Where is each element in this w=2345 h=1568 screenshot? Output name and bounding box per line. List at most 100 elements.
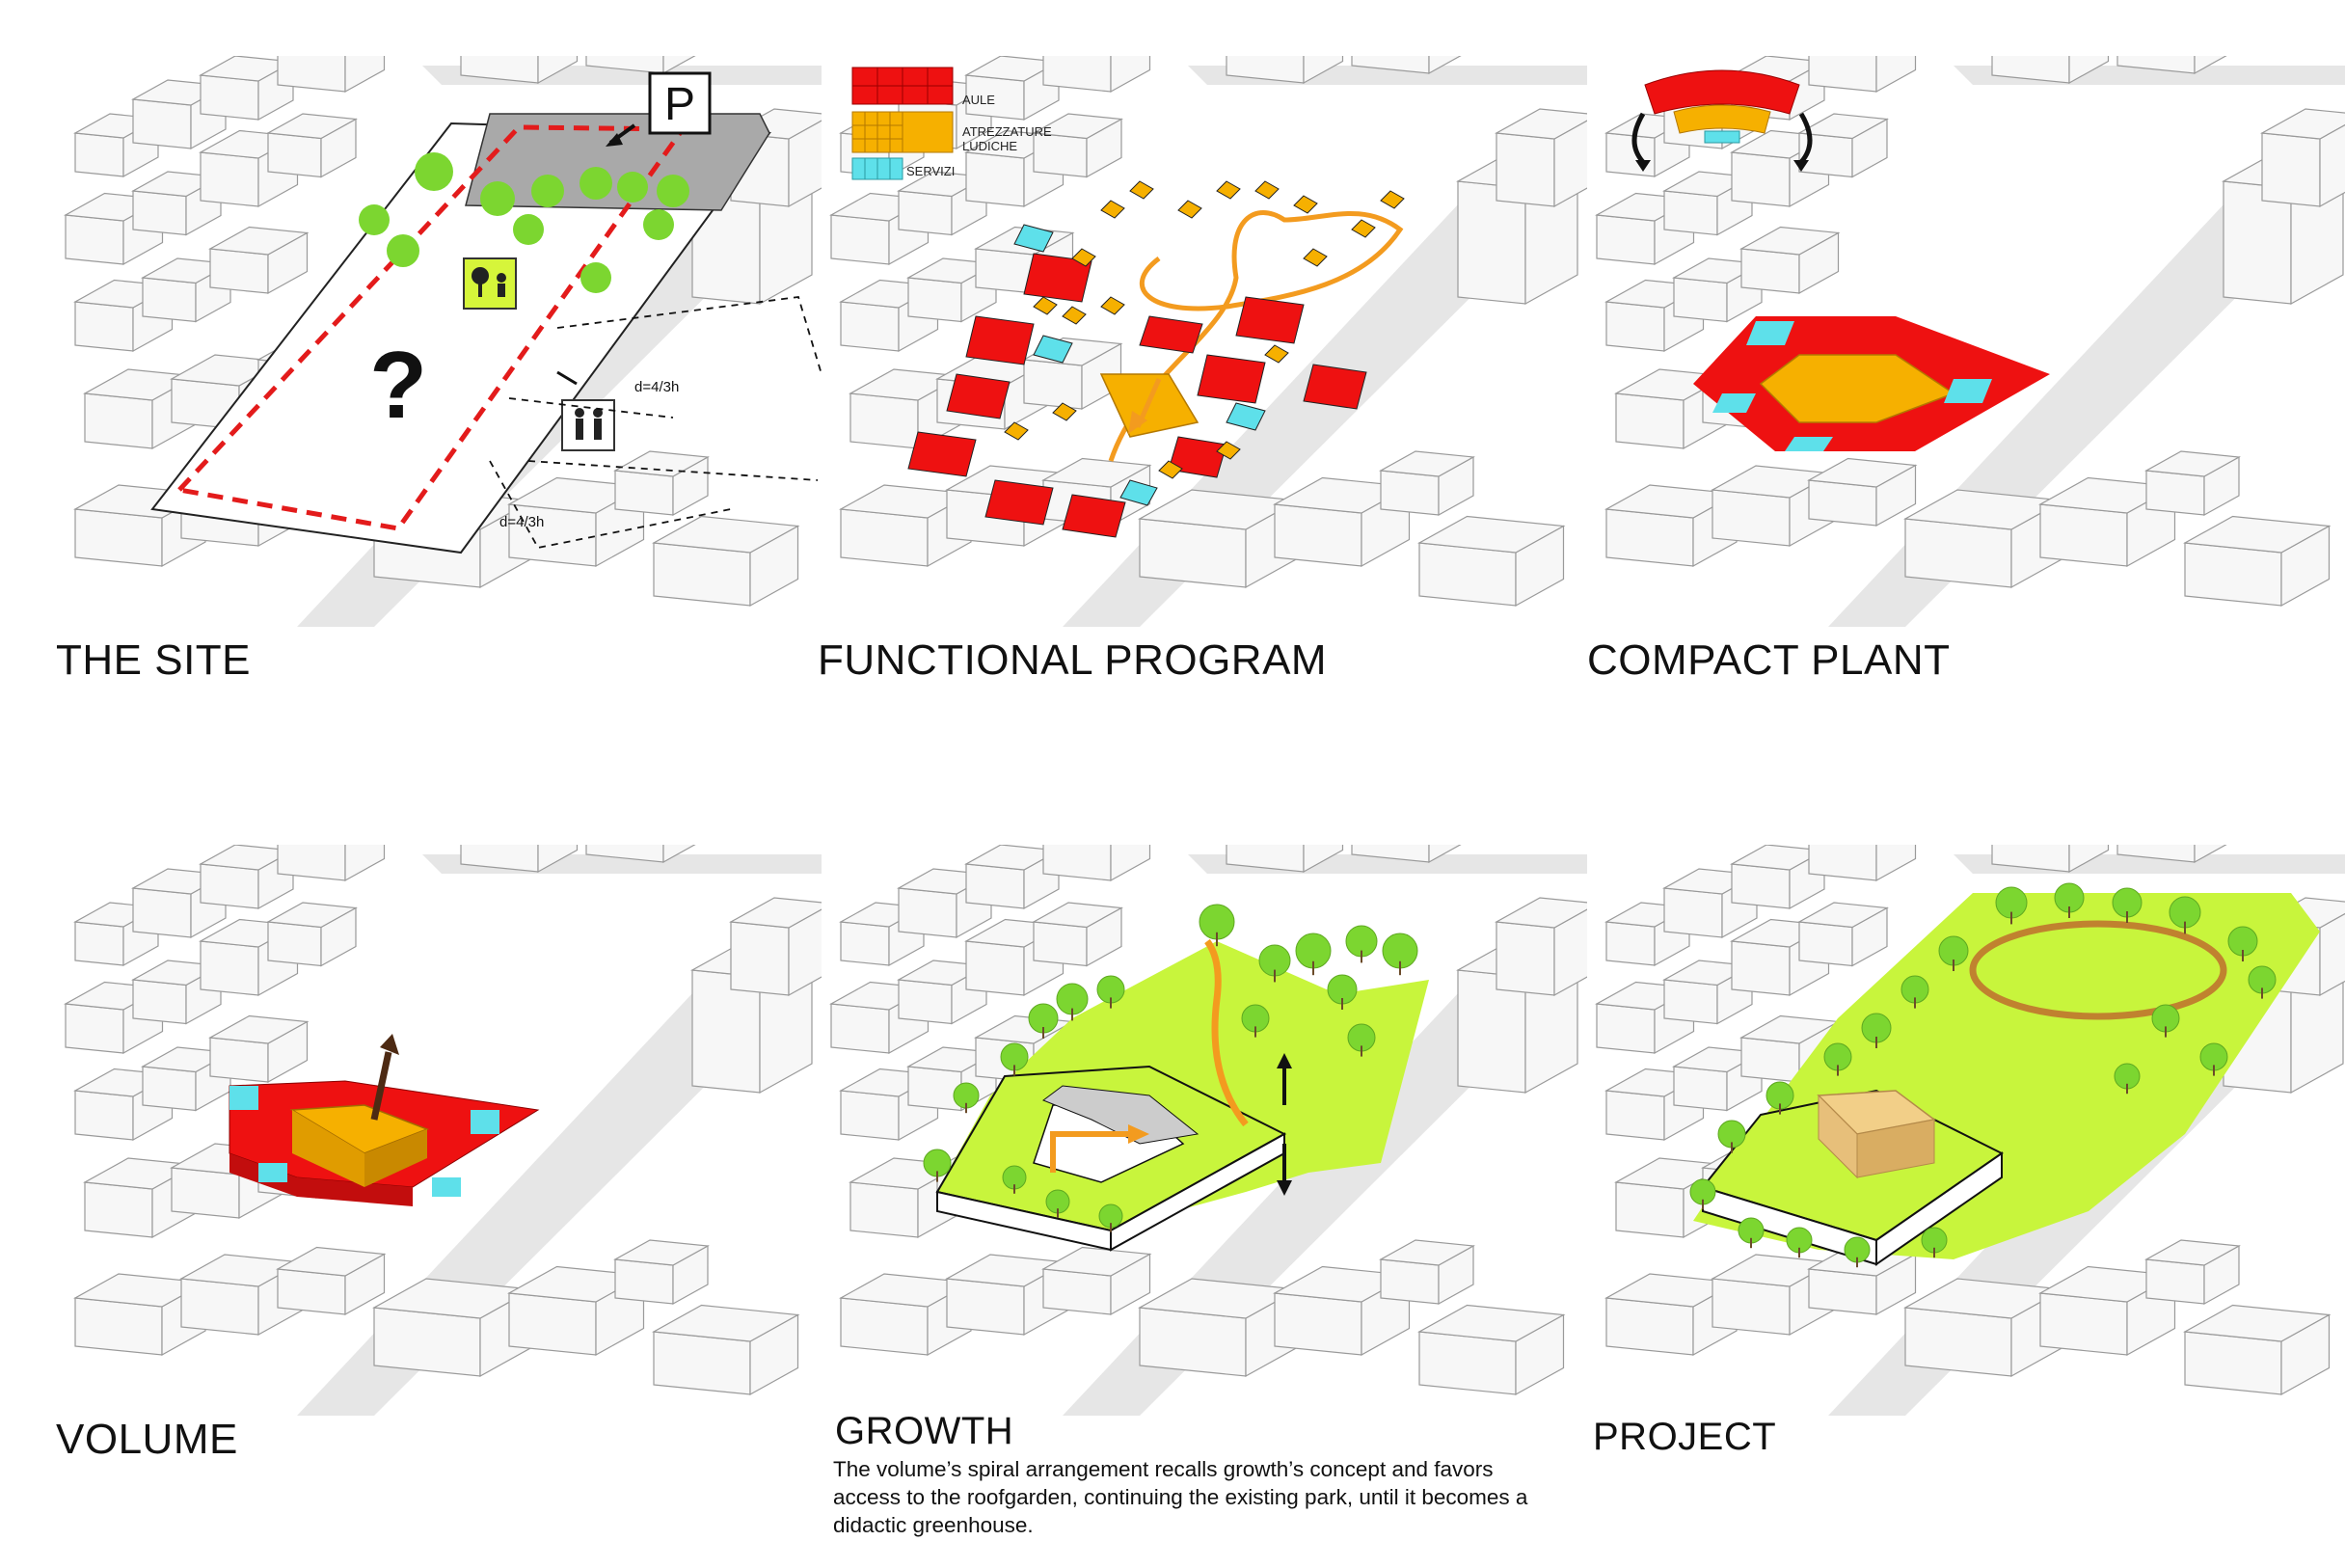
context-building-face	[1033, 132, 1088, 178]
context-building-face	[849, 1181, 919, 1238]
volume-arrow	[370, 1051, 392, 1121]
context-building-face	[1808, 56, 1877, 93]
context-building-face	[1731, 863, 1791, 909]
context-building-face	[1303, 845, 1344, 874]
legend-atrezzature: ATREZZATURE	[962, 124, 1052, 139]
context-building-face	[1808, 845, 1877, 881]
legend-ludiche: LUDICHE	[962, 139, 1017, 153]
compact-plan-court	[1759, 354, 1955, 423]
play-node	[1216, 180, 1241, 200]
context-building-face	[788, 908, 822, 997]
classroom-block	[984, 479, 1054, 526]
context-building-face	[171, 1167, 240, 1219]
parking-arrow-head	[606, 133, 623, 147]
program-legend: AULE ATREZZATURE LUDICHE SERVIZI	[851, 67, 1052, 180]
context-building-face	[1875, 56, 1917, 94]
context-building-face	[2184, 1331, 2282, 1395]
context-building-face	[1797, 113, 1889, 140]
context-building-face	[1797, 902, 1889, 929]
context-building-face	[1808, 479, 1877, 527]
classroom-block	[907, 431, 977, 477]
context-building-face	[1615, 392, 1685, 449]
play-node	[1158, 460, 1183, 479]
context-building-face	[662, 845, 696, 864]
context-building-face	[1615, 1181, 1685, 1238]
context-building-face	[1731, 940, 1791, 996]
project-diagram	[1595, 845, 2345, 1416]
context-building-face	[2144, 1239, 2241, 1266]
context-building-face	[2183, 1304, 2332, 1342]
volume-cyan-2	[471, 1110, 499, 1134]
context-building-face	[907, 277, 962, 323]
context-building-face	[1495, 897, 1587, 929]
context-building-face	[200, 151, 259, 207]
context-building-face	[1428, 56, 1462, 75]
classroom-block	[1062, 494, 1126, 538]
volume-cyan-3	[258, 1163, 287, 1182]
context-building-face	[209, 1037, 269, 1083]
context-building-face	[1417, 515, 1566, 554]
context-building-face	[1380, 470, 1440, 516]
context-building-face	[1605, 301, 1665, 352]
context-building-face	[2145, 470, 2205, 516]
context-building-face	[74, 1297, 163, 1356]
playground-sign	[463, 257, 517, 310]
volume-arrow-head	[380, 1034, 399, 1055]
volume-diagram	[64, 845, 822, 1416]
context-building-face	[1041, 1246, 1152, 1277]
context-building-face	[1663, 887, 1723, 938]
play-node	[1071, 248, 1096, 267]
context-building-face	[729, 897, 822, 929]
context-building-face	[132, 98, 192, 149]
classroom-block	[1235, 296, 1305, 344]
growth-caption: The volume’s spiral arrangement recalls …	[833, 1455, 1585, 1539]
play-node	[1216, 441, 1241, 460]
compact-diagram	[1595, 56, 2345, 627]
context-building-face	[1417, 1304, 1566, 1342]
project-greenhouse-side	[1856, 1119, 1935, 1178]
context-building-face	[1991, 56, 2070, 84]
context-building-face	[788, 120, 822, 208]
panel-the-site: P ? d=4/3h d=4/3h	[56, 56, 822, 627]
context-building-face	[1807, 457, 1918, 488]
context-building-face	[652, 1304, 800, 1342]
play-node	[1351, 219, 1376, 238]
context-building-face	[1740, 1037, 1800, 1083]
context-building-face	[975, 248, 1035, 294]
context-building-face	[830, 1003, 890, 1054]
context-building-face	[840, 921, 890, 966]
classroom-block	[965, 315, 1035, 365]
play-node	[1293, 195, 1318, 214]
context-building-face	[614, 470, 674, 516]
context-building-face	[1428, 845, 1462, 864]
context-building-face	[200, 863, 259, 909]
context-building-face	[460, 56, 539, 84]
title-project: PROJECT	[1593, 1416, 1777, 1458]
context-building-face	[1605, 1297, 1694, 1356]
context-building-face	[277, 56, 346, 93]
context-building-face	[1712, 489, 1791, 547]
service-block	[1013, 224, 1054, 253]
compact-fan-icon	[1631, 69, 1813, 172]
context-building-face	[1042, 56, 1112, 93]
context-building-face	[1110, 56, 1151, 94]
project-trees	[1689, 882, 2277, 1268]
growth-up-arrow-head	[1277, 1053, 1292, 1068]
pedestrian-sign	[561, 399, 615, 451]
play-node	[1129, 180, 1154, 200]
context-building-face	[344, 845, 386, 882]
context-building-face	[2145, 1258, 2205, 1305]
context-building-face	[585, 845, 664, 863]
context-building-face	[1740, 248, 1800, 294]
growth-down-arrow-head	[1277, 1180, 1292, 1196]
site-diagram: P ? d=4/3h d=4/3h	[64, 56, 822, 627]
context-building-face	[267, 132, 322, 178]
context-building-face	[277, 845, 346, 881]
context-building-face	[373, 1307, 481, 1377]
growth-spiral	[1050, 1131, 1130, 1173]
volume-red-ring-side	[229, 1153, 413, 1206]
context-building-face	[1274, 503, 1362, 567]
question-mark: ?	[369, 332, 427, 438]
classroom-block	[946, 373, 1011, 419]
context-building-face	[1041, 457, 1152, 488]
